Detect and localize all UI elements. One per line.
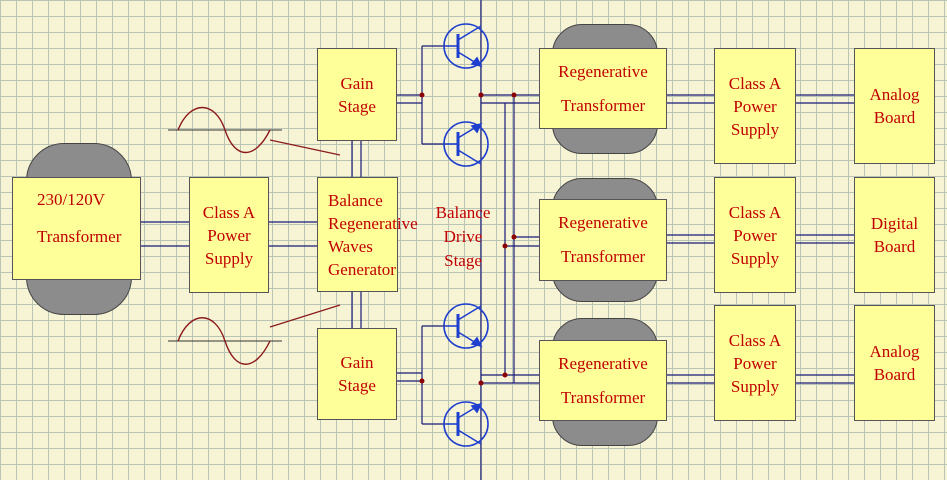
output-power-supply-block: Class A Power Supply <box>714 48 796 164</box>
main-transformer-voltage: 230/120V <box>37 190 105 209</box>
transistor-icon <box>443 23 489 69</box>
regen-transformer-block: Regenerative Transformer <box>539 48 667 129</box>
main-transformer-label: Transformer <box>37 227 122 246</box>
gain-stage-top-block: Gain Stage <box>317 48 397 141</box>
main-transformer-block: 230/120V Transformer <box>12 177 141 280</box>
transistor-icon <box>443 121 489 167</box>
wire-gain-bottom-to-transistors <box>397 325 446 425</box>
gain-stage-bottom-block: Gain Stage <box>317 328 397 420</box>
regen-transformer-block: Regenerative Transformer <box>539 340 667 421</box>
sine-wave-bottom <box>168 304 341 365</box>
output-power-supply-block: Class A Power Supply <box>714 177 796 293</box>
transistor-icon <box>443 303 489 349</box>
junction-dots <box>419 92 517 386</box>
sine-wave-top <box>168 106 341 156</box>
wave-generator-block: Balance Regenerative Waves Generator <box>317 177 418 292</box>
board-block: Analog Board <box>854 305 935 421</box>
transistor-icon <box>443 401 489 447</box>
wire-outputs <box>667 94 854 384</box>
input-power-supply-block: Class A Power Supply <box>189 177 269 293</box>
wire-transformer-to-psu <box>141 221 189 247</box>
wire-gain-to-generator <box>351 141 362 328</box>
regen-transformer-block: Regenerative Transformer <box>539 199 667 281</box>
output-power-supply-block: Class A Power Supply <box>714 305 796 421</box>
board-block: Digital Board <box>854 177 935 293</box>
drive-stage-label: Balance Drive Stage <box>435 203 491 270</box>
board-block: Analog Board <box>854 48 935 164</box>
wire-psu-to-generator <box>269 221 317 247</box>
